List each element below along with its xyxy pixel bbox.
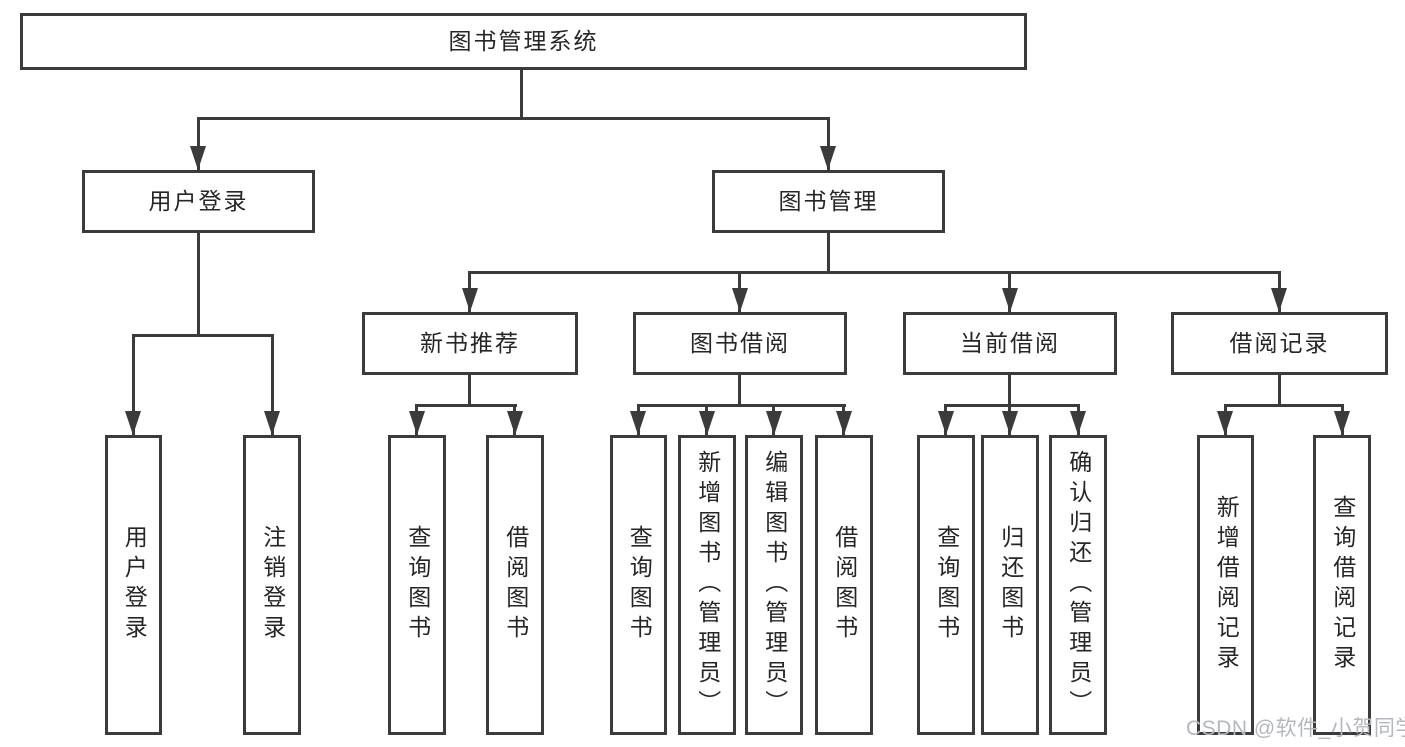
leaf-confirm-return-admin: 确认归还（管理员） xyxy=(1049,435,1107,735)
arrow-down-icon xyxy=(190,146,206,170)
leaf-return-books: 归还图书 xyxy=(981,435,1039,735)
arrow-down-icon xyxy=(1002,288,1018,312)
arrow-down-icon xyxy=(699,411,715,435)
connector xyxy=(468,375,471,405)
node-book-borrowing: 图书借阅 xyxy=(633,312,847,375)
node-library-management-system: 图书管理系统 xyxy=(20,13,1027,70)
arrow-down-icon xyxy=(462,288,478,312)
arrow-down-icon xyxy=(1271,288,1287,312)
leaf-logout: 注销登录 xyxy=(243,435,301,735)
connector xyxy=(827,117,830,170)
leaf-query-borrow-record: 查询借阅记录 xyxy=(1313,435,1371,735)
connector xyxy=(271,334,274,435)
node-user-login: 用户登录 xyxy=(82,170,315,233)
connector xyxy=(1008,375,1011,405)
node-borrowing-records: 借阅记录 xyxy=(1171,312,1388,375)
connector xyxy=(197,117,200,170)
leaf-borrow-books: 借阅图书 xyxy=(815,435,873,735)
connector xyxy=(1278,375,1281,405)
leaf-user-login: 用户登录 xyxy=(105,435,162,735)
connector xyxy=(637,404,846,407)
leaf-add-borrow-record: 新增借阅记录 xyxy=(1197,435,1254,735)
arrow-down-icon xyxy=(409,411,425,435)
leaf-edit-books-admin: 编辑图书（管理员） xyxy=(745,435,803,735)
arrow-down-icon xyxy=(938,411,954,435)
arrow-down-icon xyxy=(264,411,280,435)
connector xyxy=(827,233,830,273)
leaf-query-books-borrowing: 查询图书 xyxy=(610,435,667,735)
arrow-down-icon xyxy=(1070,411,1086,435)
connector xyxy=(520,70,523,118)
arrow-down-icon xyxy=(732,288,748,312)
connector xyxy=(944,404,1080,407)
node-current-borrowing: 当前借阅 xyxy=(903,312,1117,375)
arrow-down-icon xyxy=(630,411,646,435)
arrow-down-icon xyxy=(836,411,852,435)
node-book-management: 图书管理 xyxy=(712,170,945,233)
arrow-down-icon xyxy=(1002,411,1018,435)
arrow-down-icon xyxy=(820,146,836,170)
arrow-down-icon xyxy=(1334,411,1350,435)
leaf-query-books-current: 查询图书 xyxy=(917,435,975,735)
watermark-text: CSDN @软件_小贺同学 xyxy=(1186,717,1405,740)
leaf-query-books-recommend: 查询图书 xyxy=(388,435,446,735)
connector xyxy=(468,271,1281,274)
connector xyxy=(197,233,200,336)
leaf-add-books-admin: 新增图书（管理员） xyxy=(678,435,736,735)
connector xyxy=(415,404,517,407)
connector xyxy=(132,334,135,435)
leaf-borrow-books-recommend: 借阅图书 xyxy=(486,435,544,735)
connector xyxy=(197,117,830,120)
node-new-book-recommend: 新书推荐 xyxy=(362,312,578,375)
arrow-down-icon xyxy=(1217,411,1233,435)
arrow-down-icon xyxy=(507,411,523,435)
connector xyxy=(1224,404,1344,407)
connector xyxy=(132,334,274,337)
connector xyxy=(738,375,741,405)
arrow-down-icon xyxy=(125,411,141,435)
arrow-down-icon xyxy=(766,411,782,435)
